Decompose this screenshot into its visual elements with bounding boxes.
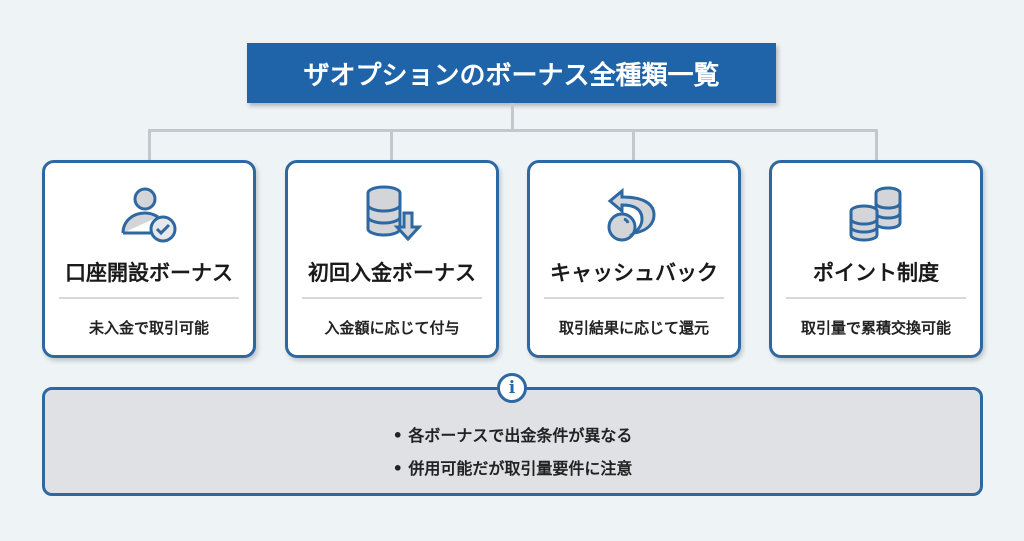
card-title: 初回入金ボーナス <box>308 261 476 285</box>
card-first-deposit-bonus: 初回入金ボーナス 入金額に応じて付与 <box>285 160 499 358</box>
card-cashback: キャッシュバック 取引結果に応じて還元 <box>527 160 741 358</box>
coin-deposit-icon <box>366 185 423 242</box>
card-title: 口座開設ボーナス <box>65 261 233 285</box>
notes-box: • 各ボーナスで出金条件が異なる • 併用可能だが取引量要件に注意 <box>42 387 983 496</box>
card-point-system: ポイント制度 取引量で累積交換可能 <box>769 160 983 358</box>
connector <box>511 103 514 131</box>
card-description: 未入金で取引可能 <box>88 319 209 337</box>
card-title: ポイント制度 <box>813 261 939 285</box>
card-description: 入金額に応じて付与 <box>324 319 460 337</box>
coin-return-icon <box>607 187 656 242</box>
connector <box>148 129 878 132</box>
divider <box>59 297 239 299</box>
divider <box>302 297 482 299</box>
card-description: 取引量で累積交換可能 <box>800 319 951 337</box>
divider <box>544 297 724 299</box>
connector <box>390 129 393 161</box>
note-item: • 併用可能だが取引量要件に注意 <box>392 459 633 478</box>
connector <box>632 129 635 161</box>
note-item: • 各ボーナスで出金条件が異なる <box>392 426 633 445</box>
card-title: キャッシュバック <box>550 261 718 285</box>
connector <box>875 129 878 161</box>
page-title: ザオプションのボーナス全種類一覧 <box>247 43 776 103</box>
info-icon: i <box>497 373 527 403</box>
card-account-opening-bonus: 口座開設ボーナス 未入金で取引可能 <box>42 160 256 358</box>
coin-stacks-icon <box>849 186 902 242</box>
divider <box>786 297 966 299</box>
card-description: 取引結果に応じて還元 <box>558 319 709 337</box>
user-check-icon <box>121 187 177 243</box>
connector <box>148 129 151 161</box>
